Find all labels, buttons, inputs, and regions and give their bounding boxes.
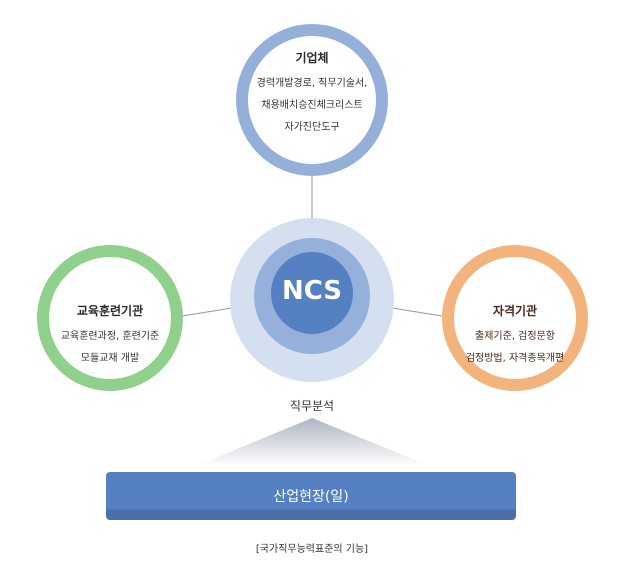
top-node-ring [236,24,388,176]
figure-caption: [국가직무능력표준의 기능] [255,544,369,555]
top-node-line: 채용배치승진체크리스트 [261,100,363,111]
top-node-title: 기업체 [295,51,329,65]
left-node-ring [37,245,183,391]
analysis-triangle [196,418,430,466]
right-node-title: 자격기관 [492,304,538,318]
ncs-inner-circle [271,252,353,334]
top-node-line: 경력개발경로, 직무기술서, [256,78,368,89]
right-node-line: 출제기준, 검정문항 [475,331,555,342]
connector-right [391,307,443,317]
right-node-ring [442,245,588,391]
top-node-line: 자가진단도구 [284,122,340,133]
analysis-label: 직무분석 [289,399,335,413]
ncs-label: NCS [281,276,343,306]
industry-base-bar: 산업현장(일) [106,472,516,520]
left-node-line: 교육훈련과정, 훈련기준 [60,331,160,342]
industry-base-label: 산업현장(일) [273,489,349,505]
right-node-line: 검정방법, 자격종목개편 [465,353,565,364]
left-node-title: 교육훈련기관 [76,304,144,318]
connector-left [181,307,233,317]
left-node-line: 모듈교재 개발 [80,353,140,364]
